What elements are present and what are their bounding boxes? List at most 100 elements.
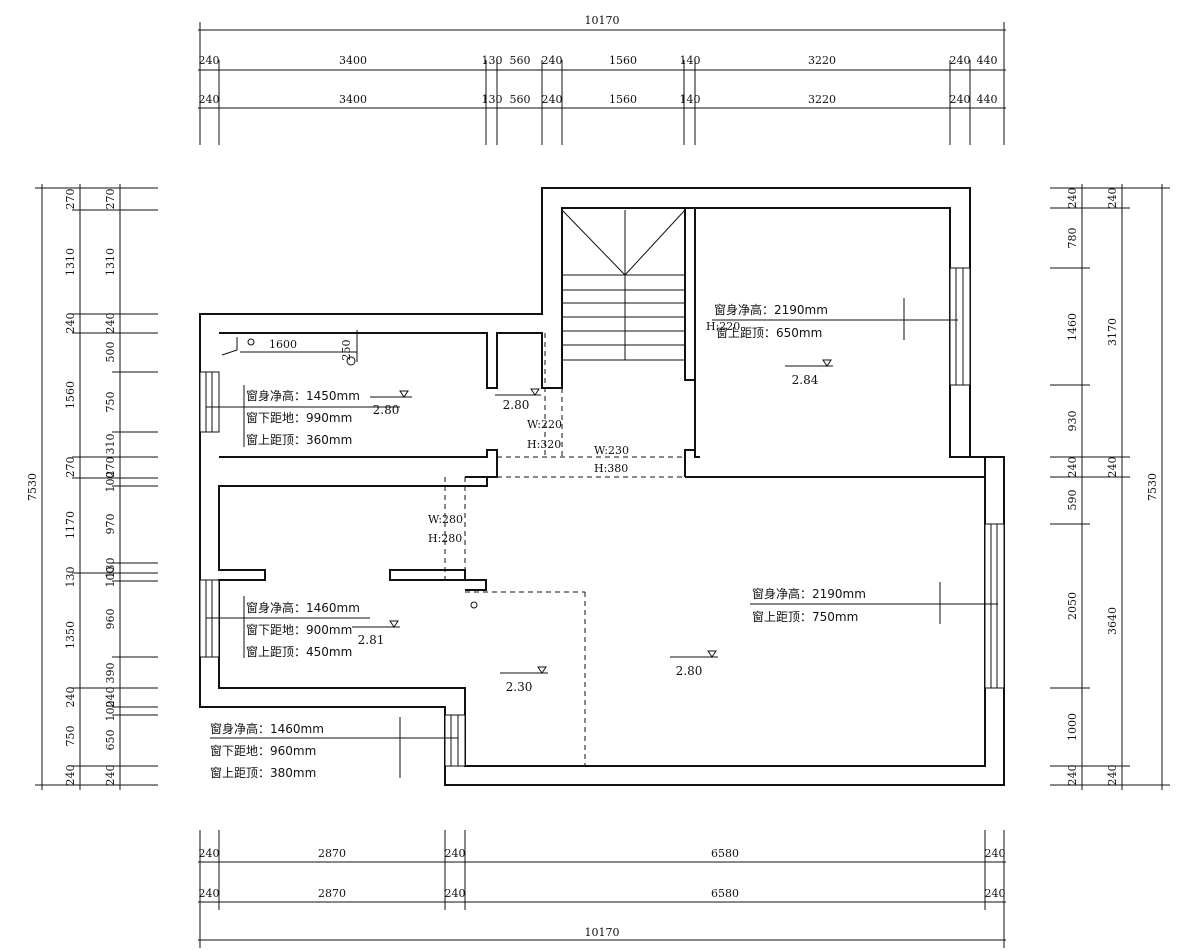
- dim-label: 930: [1066, 411, 1079, 432]
- note-line: 窗上距顶：380mm: [210, 766, 316, 780]
- left-inner-labels: 270 1310 240 500 750 310 270 100 970 130…: [104, 189, 117, 786]
- partition: [465, 579, 487, 591]
- dim-label: 240: [199, 93, 220, 106]
- opening-width: W:220: [527, 418, 562, 431]
- dim-label: 240: [542, 93, 563, 106]
- partition: [684, 208, 695, 381]
- opening-height: H:320: [527, 438, 561, 451]
- height-label: 2.84: [792, 373, 819, 387]
- dim-label: 1170: [64, 511, 77, 539]
- top-row-1: 240 3400 130 560 240 1560 140 3220 240 4…: [199, 54, 998, 67]
- right-ticks: [1050, 187, 1170, 786]
- note-line: 窗上距顶：650mm: [716, 326, 822, 340]
- stairs: [561, 209, 686, 361]
- dim-label: 1000: [1066, 713, 1079, 741]
- dim-label: 130: [482, 54, 503, 67]
- note-line: 窗下距地：960mm: [210, 744, 316, 758]
- dim-label: 270: [104, 189, 117, 210]
- dim-label: 650: [104, 730, 117, 751]
- left-total: 7530: [26, 473, 39, 501]
- dim-label: 240: [1106, 765, 1119, 786]
- window: [199, 371, 220, 433]
- right-total: 7530: [1146, 473, 1159, 501]
- dim-label: 100: [104, 472, 117, 493]
- outer-wall: [199, 187, 1005, 786]
- top-ticks: [199, 22, 1005, 145]
- dim-label: 780: [1066, 228, 1079, 249]
- ceiling-heights: 2.80 2.80 2.84 2.81 2.30 2.80: [352, 359, 833, 694]
- dim-label: 100: [104, 567, 117, 588]
- dim-label: 1310: [104, 248, 117, 276]
- left-ticks: [35, 187, 158, 786]
- windows: [199, 267, 1005, 767]
- dim-label: 140: [680, 54, 701, 67]
- dim-label: 140: [680, 93, 701, 106]
- dim-label: 240: [445, 847, 466, 860]
- drain-icon: [247, 338, 255, 346]
- inner-wall: [218, 207, 986, 767]
- dim-label: 130: [482, 93, 503, 106]
- dim-label: 240: [64, 313, 77, 334]
- dim-label: 3640: [1106, 607, 1119, 635]
- height-label: 2.80: [676, 664, 703, 678]
- note-line: 窗下距地：990mm: [246, 411, 352, 425]
- dim-label: 240: [1106, 457, 1119, 478]
- dim-label: 240: [542, 54, 563, 67]
- dim-label: 270: [64, 457, 77, 478]
- opening-width: W:230: [594, 444, 629, 457]
- top-row-2: 240 3400 130 560 240 1560 140 3220 240 4…: [199, 93, 998, 106]
- left-dimensions: 7530 270 1310 240 1560 270 1170 130 1350…: [26, 184, 158, 790]
- height-label: 2.30: [506, 680, 533, 694]
- height-mark: 2.81: [352, 620, 400, 647]
- dim-label: 1560: [609, 54, 637, 67]
- top-total: 10170: [585, 14, 620, 27]
- partition: [684, 449, 700, 477]
- dim-label: 240: [104, 313, 117, 334]
- window-note: 窗身净高：2190mm 窗上距顶：750mm: [750, 582, 998, 624]
- dim-label: 3400: [339, 54, 367, 67]
- dim-label: 100: [104, 701, 117, 722]
- bottom-row-1: 240 2870 240 6580 240: [199, 847, 1006, 860]
- height-mark: 2.30: [500, 666, 548, 694]
- opening-height: H:280: [428, 532, 462, 545]
- dim-label: 2870: [318, 847, 346, 860]
- note-line: 窗身净高：1460mm: [246, 600, 360, 615]
- right-dimensions: 240 780 1460 930 240 590 2050 1000 240 2…: [1050, 184, 1170, 790]
- dim-label: 750: [104, 392, 117, 413]
- walls: [199, 187, 1005, 786]
- opening-height: H:380: [594, 462, 628, 475]
- dim-label: 6580: [711, 887, 739, 900]
- dim-label: 500: [104, 342, 117, 363]
- openings-dashed: [444, 333, 685, 766]
- dim-label: 970: [104, 514, 117, 535]
- dim-label: 240: [985, 887, 1006, 900]
- dim-label: 440: [977, 93, 998, 106]
- dim-label: 240: [1106, 188, 1119, 209]
- pipe-icon: [221, 337, 238, 356]
- dim-label: 560: [510, 93, 531, 106]
- dim-label: 130: [64, 567, 77, 588]
- height-label: 2.81: [358, 633, 385, 647]
- dim-label: 240: [950, 54, 971, 67]
- dim-label: 6580: [711, 847, 739, 860]
- opening-labels: W:220 H:320 W:230 H:380 W:280 H:280: [428, 418, 629, 545]
- dim-label: 560: [510, 54, 531, 67]
- bottom-row-2: 240 2870 240 6580 240: [199, 887, 1006, 900]
- height-label: 2.80: [503, 398, 530, 412]
- dim-label: 240: [445, 887, 466, 900]
- note-line: 窗下距地：900mm: [246, 623, 352, 637]
- note-line: 窗上距顶：450mm: [246, 645, 352, 659]
- dim-label: 270: [64, 189, 77, 210]
- dim-label: 1560: [64, 381, 77, 409]
- top-dimensions: 10170 240 3400 130 560 240 1560 140 3220…: [198, 14, 1006, 145]
- dim-label: 3220: [808, 54, 836, 67]
- dim-label: 240: [64, 765, 77, 786]
- window: [444, 714, 466, 767]
- height-mark: 2.80: [670, 650, 718, 678]
- note-line: 窗身净高：2190mm: [752, 586, 866, 601]
- dim-label: 240: [1066, 765, 1079, 786]
- bottom-total: 10170: [585, 926, 620, 939]
- dim-label: 240: [1066, 457, 1079, 478]
- dim-label: 960: [104, 609, 117, 630]
